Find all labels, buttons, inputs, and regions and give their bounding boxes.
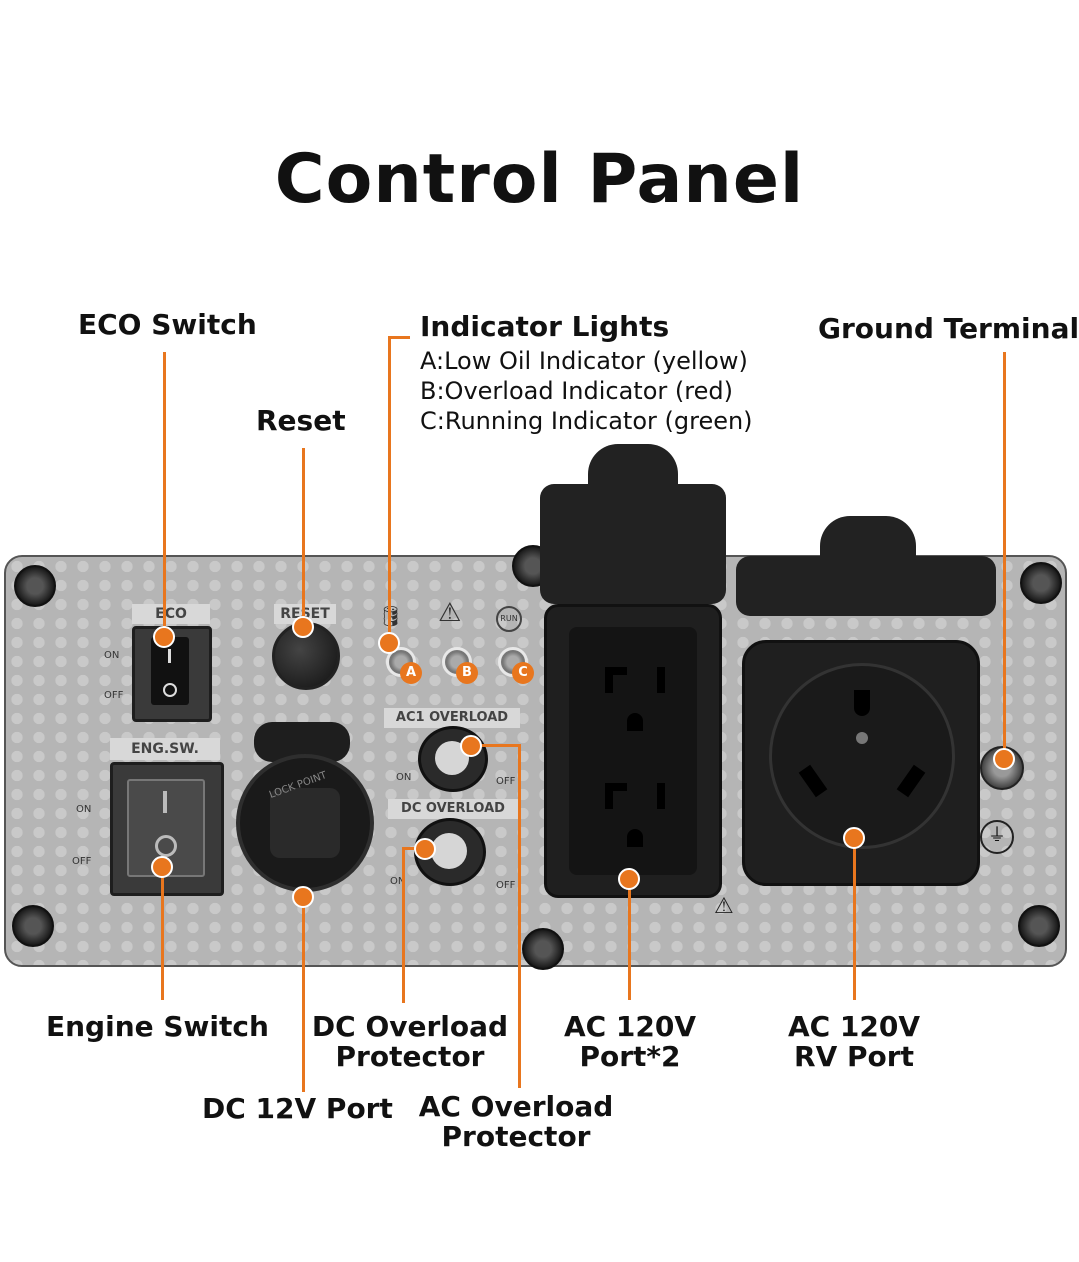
- ac-overload-label-line2: Protector: [441, 1120, 591, 1153]
- ac-port-label-line2: Port*2: [579, 1040, 681, 1073]
- ground-terminal-label: Ground Terminal: [818, 312, 1079, 345]
- ac-port-label-line1: AC 120V: [563, 1010, 697, 1043]
- ac-port-leader-dot: [618, 868, 640, 890]
- dc-12v-port[interactable]: [236, 754, 374, 892]
- indicator-lights-heading: Indicator Lights: [420, 310, 670, 343]
- indicator-leader-line-v: [388, 336, 391, 642]
- panel-screw-top-right: [1020, 562, 1062, 604]
- indicator-line-b: B:Overload Indicator (red): [420, 377, 733, 405]
- dc-port-leader-dot: [292, 886, 314, 908]
- rv-outlet-cover: [736, 516, 996, 616]
- dc-overload-panel-label: DC OVERLOAD: [388, 799, 518, 819]
- eng-off-label: OFF: [72, 856, 92, 867]
- panel-screw-bottom-right: [1018, 905, 1060, 947]
- rv-port-label: AC 120V RV Port: [764, 1012, 944, 1072]
- reset-panel-label: RESET: [274, 604, 336, 624]
- rv-socket: [769, 663, 955, 849]
- eng-on-label: ON: [76, 804, 92, 815]
- ground-symbol-icon: ⏚: [980, 820, 1014, 854]
- ac-overload-label: AC Overload Protector: [406, 1092, 626, 1152]
- engine-leader-dot: [151, 856, 173, 878]
- page-title: Control Panel: [274, 140, 805, 219]
- ac-outlet-face: [569, 627, 697, 875]
- ac-overload-button[interactable]: [418, 726, 488, 792]
- panel-screw-bottom-mid: [522, 928, 564, 970]
- eco-leader-line: [163, 352, 166, 636]
- eco-switch-label: ECO Switch: [78, 308, 257, 341]
- engine-leader-line: [161, 868, 164, 1000]
- dc-overload-leader-h: [402, 847, 424, 850]
- eco-rocker: [151, 637, 189, 705]
- dc-overload-label: DC Overload Protector: [300, 1012, 520, 1072]
- dc-off-label: OFF: [496, 880, 516, 891]
- dc-overload-label-line1: DC Overload: [311, 1010, 509, 1043]
- ac1-overload-panel-label: AC1 OVERLOAD: [384, 708, 520, 728]
- dc-overload-label-line2: Protector: [335, 1040, 485, 1073]
- ac1-on-label: ON: [396, 772, 412, 783]
- ac-120v-rv-port[interactable]: [742, 640, 980, 886]
- dc-port-leader-line: [302, 896, 305, 1092]
- rv-port-leader-dot: [843, 827, 865, 849]
- indicator-line-c: C:Running Indicator (green): [420, 407, 753, 435]
- ac-overload-leader-h: [470, 744, 520, 747]
- dc-overload-leader-dot: [414, 838, 436, 860]
- electric-hazard-icon: ⚠: [714, 894, 734, 919]
- reset-leader-dot: [292, 616, 314, 638]
- ac-outlet-cover: [540, 444, 726, 604]
- led-c-badge: C: [512, 662, 534, 684]
- dc-on-label: ON: [390, 876, 406, 887]
- rv-port-label-line1: AC 120V: [787, 1010, 921, 1043]
- reset-leader-line: [302, 448, 305, 626]
- eco-on-label: ON: [104, 650, 120, 661]
- dc-12v-port-label: DC 12V Port: [202, 1092, 393, 1125]
- ground-leader-dot: [993, 748, 1015, 770]
- reset-label: Reset: [256, 404, 346, 437]
- ac1-off-label: OFF: [496, 776, 516, 787]
- panel-screw-top-left: [14, 565, 56, 607]
- ac-overload-leader-dot: [460, 735, 482, 757]
- indicator-line-a: A:Low Oil Indicator (yellow): [420, 347, 748, 375]
- ac-port-label: AC 120V Port*2: [540, 1012, 720, 1072]
- eco-off-label: OFF: [104, 690, 124, 701]
- panel-screw-bottom-left: [12, 905, 54, 947]
- rv-port-leader-line: [853, 846, 856, 1000]
- indicator-leader-dot: [378, 632, 400, 654]
- ground-leader-line: [1003, 352, 1006, 756]
- eng-sw-panel-label: ENG.SW.: [110, 738, 220, 760]
- rv-port-label-line2: RV Port: [794, 1040, 914, 1073]
- engine-switch-label: Engine Switch: [46, 1010, 269, 1043]
- ac-port-leader-line: [628, 880, 631, 1000]
- indicator-leader-line-h: [388, 336, 410, 339]
- dc-overload-leader-v: [402, 847, 405, 1003]
- eco-panel-label: ECO: [132, 604, 210, 624]
- eco-leader-dot: [153, 626, 175, 648]
- ac-overload-label-line1: AC Overload: [418, 1090, 614, 1123]
- run-icon: RUN: [496, 606, 522, 632]
- ac-120v-port[interactable]: [544, 604, 722, 898]
- led-a-badge: A: [400, 662, 422, 684]
- led-b-badge: B: [456, 662, 478, 684]
- ac-overload-leader-v: [518, 744, 521, 1088]
- warning-triangle-icon: ⚠: [438, 598, 462, 628]
